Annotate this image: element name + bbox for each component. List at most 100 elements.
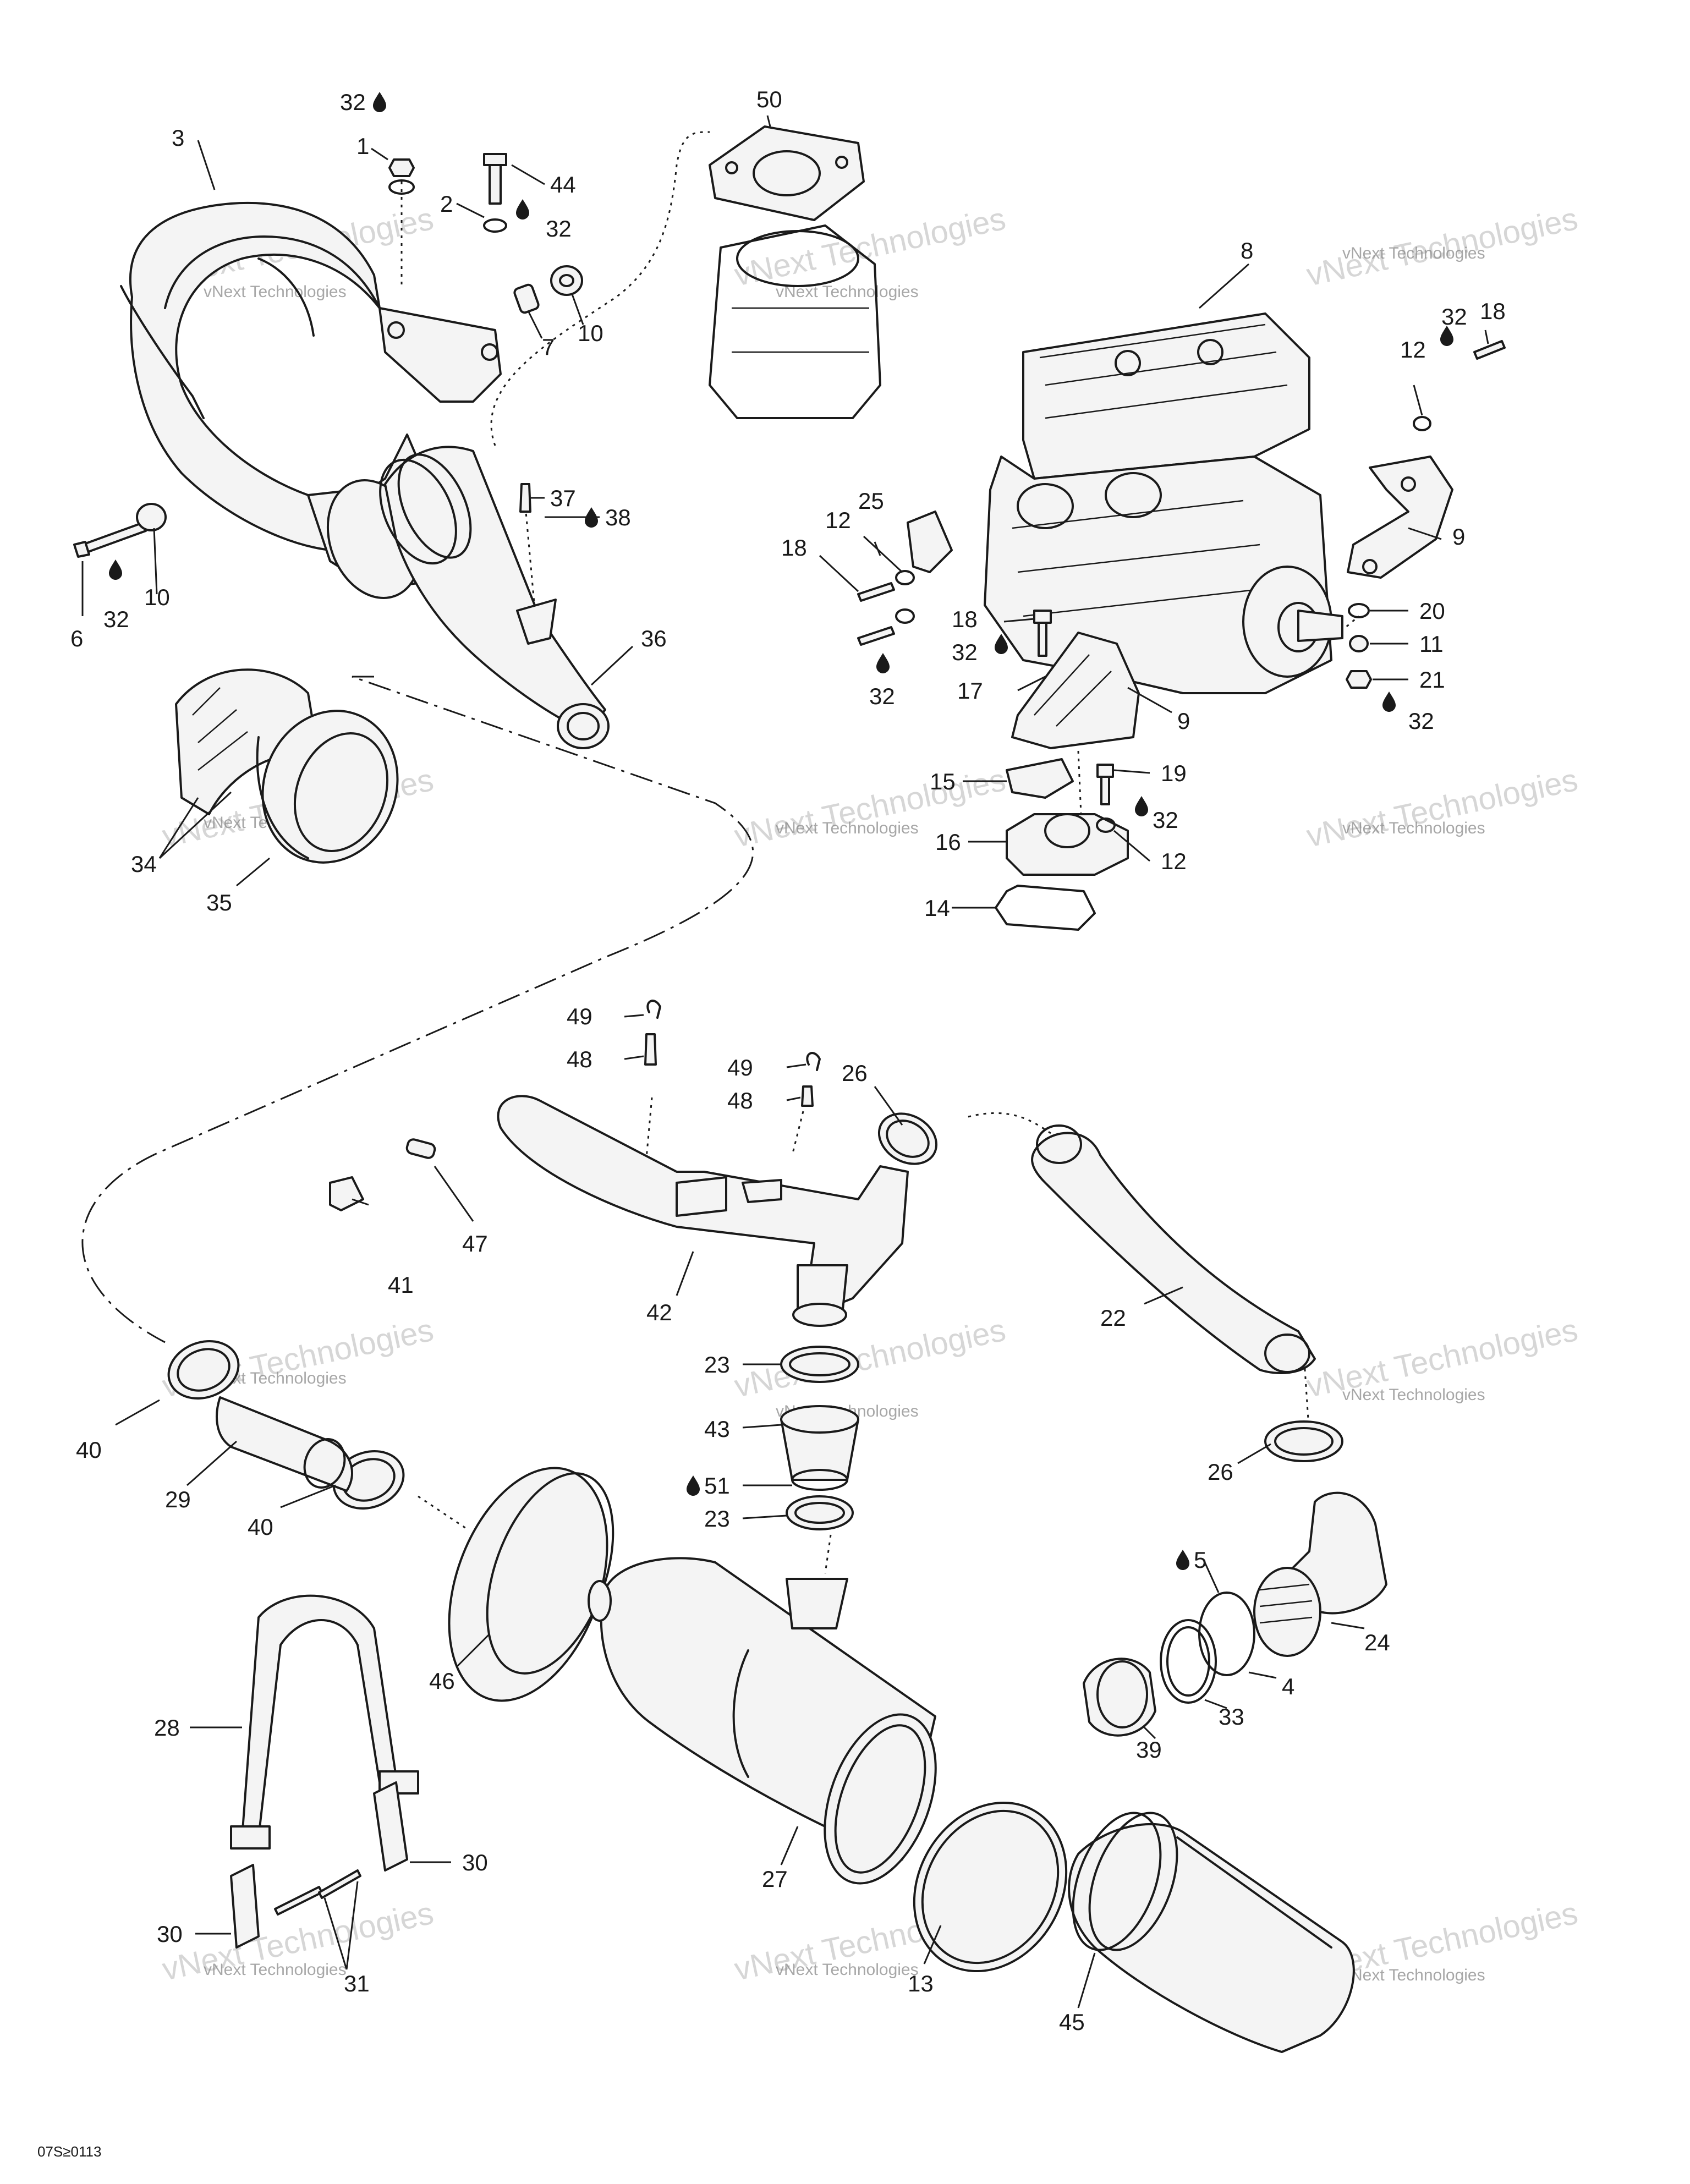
elbow-24-threads bbox=[1259, 1583, 1313, 1624]
callout-11: 11 bbox=[1419, 631, 1444, 657]
washer-12a bbox=[895, 570, 915, 585]
bracket-25 bbox=[907, 511, 953, 573]
callout-43: 43 bbox=[704, 1416, 730, 1442]
assembly-path-screw-48a bbox=[645, 1097, 653, 1159]
leader-lines bbox=[81, 115, 1489, 2009]
washer-12-rear bbox=[1413, 416, 1431, 431]
resonator-band-2 bbox=[1088, 1812, 1178, 1951]
callout-33: 33 bbox=[1219, 1704, 1244, 1730]
spark-plug-port bbox=[1197, 339, 1223, 365]
callout-7: 7 bbox=[542, 334, 555, 360]
rivet-31b bbox=[318, 1869, 361, 1899]
muffler-end-cap bbox=[824, 1713, 937, 1885]
exhaust-gasket bbox=[709, 125, 865, 221]
cylinder-bore bbox=[736, 230, 859, 287]
leader-22 bbox=[1144, 1286, 1183, 1305]
grommet-10-hole bbox=[559, 274, 574, 287]
callout-21: 21 bbox=[1419, 667, 1445, 693]
muffler-stub bbox=[588, 1580, 612, 1622]
pipe-bracket-rib bbox=[120, 285, 205, 419]
clamp-23-bottom-inner bbox=[794, 1502, 845, 1524]
leader-48b bbox=[786, 1096, 801, 1101]
callout-27: 27 bbox=[762, 1866, 788, 1892]
leader-9b bbox=[1408, 527, 1442, 540]
callout-5: 5 bbox=[1194, 1547, 1206, 1573]
callout-37: 37 bbox=[550, 485, 576, 511]
clamp-34-ribs bbox=[192, 687, 248, 771]
screw-48a bbox=[644, 1033, 657, 1066]
callout-8: 8 bbox=[1241, 238, 1253, 264]
cylinder-fins bbox=[732, 307, 869, 353]
leader-47 bbox=[434, 1166, 474, 1222]
callout-16: 16 bbox=[935, 829, 961, 855]
leader-31 bbox=[323, 1881, 359, 1970]
callout-38: 38 bbox=[605, 504, 631, 530]
outlet-fittings bbox=[1083, 1491, 1387, 1737]
callout-12: 12 bbox=[1161, 848, 1187, 874]
tube-42 bbox=[497, 1095, 909, 1327]
callout-48: 48 bbox=[727, 1088, 753, 1113]
leader-36 bbox=[590, 645, 634, 686]
watermark-small: vNext Technologies bbox=[1342, 244, 1485, 262]
callout-18: 18 bbox=[781, 535, 807, 561]
callout-32: 32 bbox=[1153, 807, 1178, 833]
plug-47 bbox=[405, 1138, 436, 1159]
callout-2: 2 bbox=[440, 191, 453, 217]
callout-22: 22 bbox=[1100, 1305, 1126, 1331]
hose-22-end-top bbox=[1036, 1124, 1082, 1164]
bolt-6 bbox=[81, 522, 147, 554]
bracket-30a bbox=[373, 1781, 408, 1872]
hose-29-end bbox=[303, 1438, 346, 1489]
callout-10: 10 bbox=[578, 320, 603, 346]
callout-18: 18 bbox=[952, 606, 978, 632]
leader-46 bbox=[456, 1633, 491, 1668]
leader-29 bbox=[186, 1440, 237, 1486]
tube-42-bump bbox=[676, 1176, 727, 1217]
watermark-small: vNext Technologies bbox=[1342, 1966, 1485, 1984]
hose-22-end-bottom bbox=[1264, 1334, 1310, 1373]
leader-27 bbox=[780, 1826, 799, 1865]
drop-icon bbox=[373, 92, 386, 112]
leader-26a bbox=[874, 1086, 903, 1126]
flange-bolt-hole bbox=[481, 343, 498, 361]
block-ribs bbox=[1012, 500, 1266, 617]
pipe-body bbox=[129, 201, 425, 552]
cone-end-inner bbox=[567, 712, 600, 740]
callout-32: 32 bbox=[869, 683, 895, 709]
grommet-10b bbox=[136, 503, 167, 531]
leader-35 bbox=[236, 857, 270, 887]
leader-33 bbox=[1204, 1699, 1227, 1709]
callout-19: 19 bbox=[1161, 760, 1187, 786]
leader-40a bbox=[115, 1399, 160, 1426]
callout-10: 10 bbox=[144, 584, 170, 610]
cylinder-head bbox=[1022, 312, 1310, 480]
bolt-18-rear bbox=[1473, 340, 1506, 360]
drop-icon bbox=[1382, 692, 1396, 712]
hoses-small bbox=[216, 1396, 859, 1492]
leader-24 bbox=[1331, 1622, 1365, 1629]
watermark-small: vNext Technologies bbox=[1342, 819, 1485, 837]
drop-icon bbox=[1176, 1550, 1189, 1570]
ring-33-inner bbox=[1166, 1626, 1210, 1697]
callout-42: 42 bbox=[646, 1299, 672, 1325]
clamp-26-top bbox=[877, 1112, 938, 1165]
connector-43-top bbox=[780, 1405, 859, 1434]
leader-4 bbox=[1248, 1671, 1277, 1679]
leader-13 bbox=[923, 1925, 942, 1964]
callout-25: 25 bbox=[858, 488, 884, 514]
callout-31: 31 bbox=[344, 1971, 370, 1996]
leader-12a bbox=[863, 535, 903, 573]
leader-45 bbox=[1077, 1952, 1096, 2009]
leader-48a bbox=[624, 1055, 644, 1060]
callout-40: 40 bbox=[76, 1437, 102, 1463]
gasket-and-head bbox=[709, 125, 881, 419]
callout-30: 30 bbox=[462, 1850, 488, 1875]
callout-40: 40 bbox=[248, 1514, 273, 1540]
washer-2 bbox=[388, 179, 415, 195]
leader-5 bbox=[1204, 1562, 1220, 1593]
callout-13: 13 bbox=[908, 1971, 934, 1996]
watermark-small: vNext Technologies bbox=[204, 1961, 347, 1979]
callout-41: 41 bbox=[388, 1272, 414, 1298]
connector-43-bottom bbox=[791, 1469, 848, 1491]
